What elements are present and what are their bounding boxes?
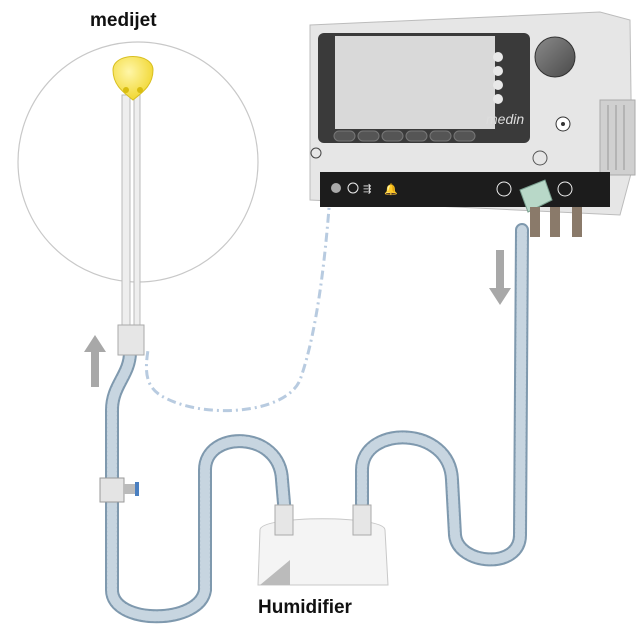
side-buttons (493, 52, 503, 104)
humidifier-label: Humidifier (258, 597, 352, 618)
flow-up-arrow (84, 335, 106, 387)
screen (335, 36, 495, 129)
cpap-device: medin ⇶ 🔔 (309, 11, 636, 237)
valve (99, 477, 139, 503)
usb-icon: ⇶ (363, 183, 371, 195)
humidifier (257, 504, 389, 586)
bottom-buttons (333, 130, 476, 142)
flow-down-arrow (489, 250, 511, 305)
knob (534, 36, 576, 78)
bulb (112, 56, 154, 101)
brand-logo: medin (486, 111, 524, 127)
alarm-bell-icon: 🔔 (384, 183, 398, 196)
pressure-line (145, 194, 332, 413)
medijet-label: medijet (90, 10, 157, 31)
medijet-device (112, 56, 154, 356)
hose (105, 223, 529, 624)
pressure-port (331, 183, 341, 193)
connector-panel (320, 172, 610, 207)
